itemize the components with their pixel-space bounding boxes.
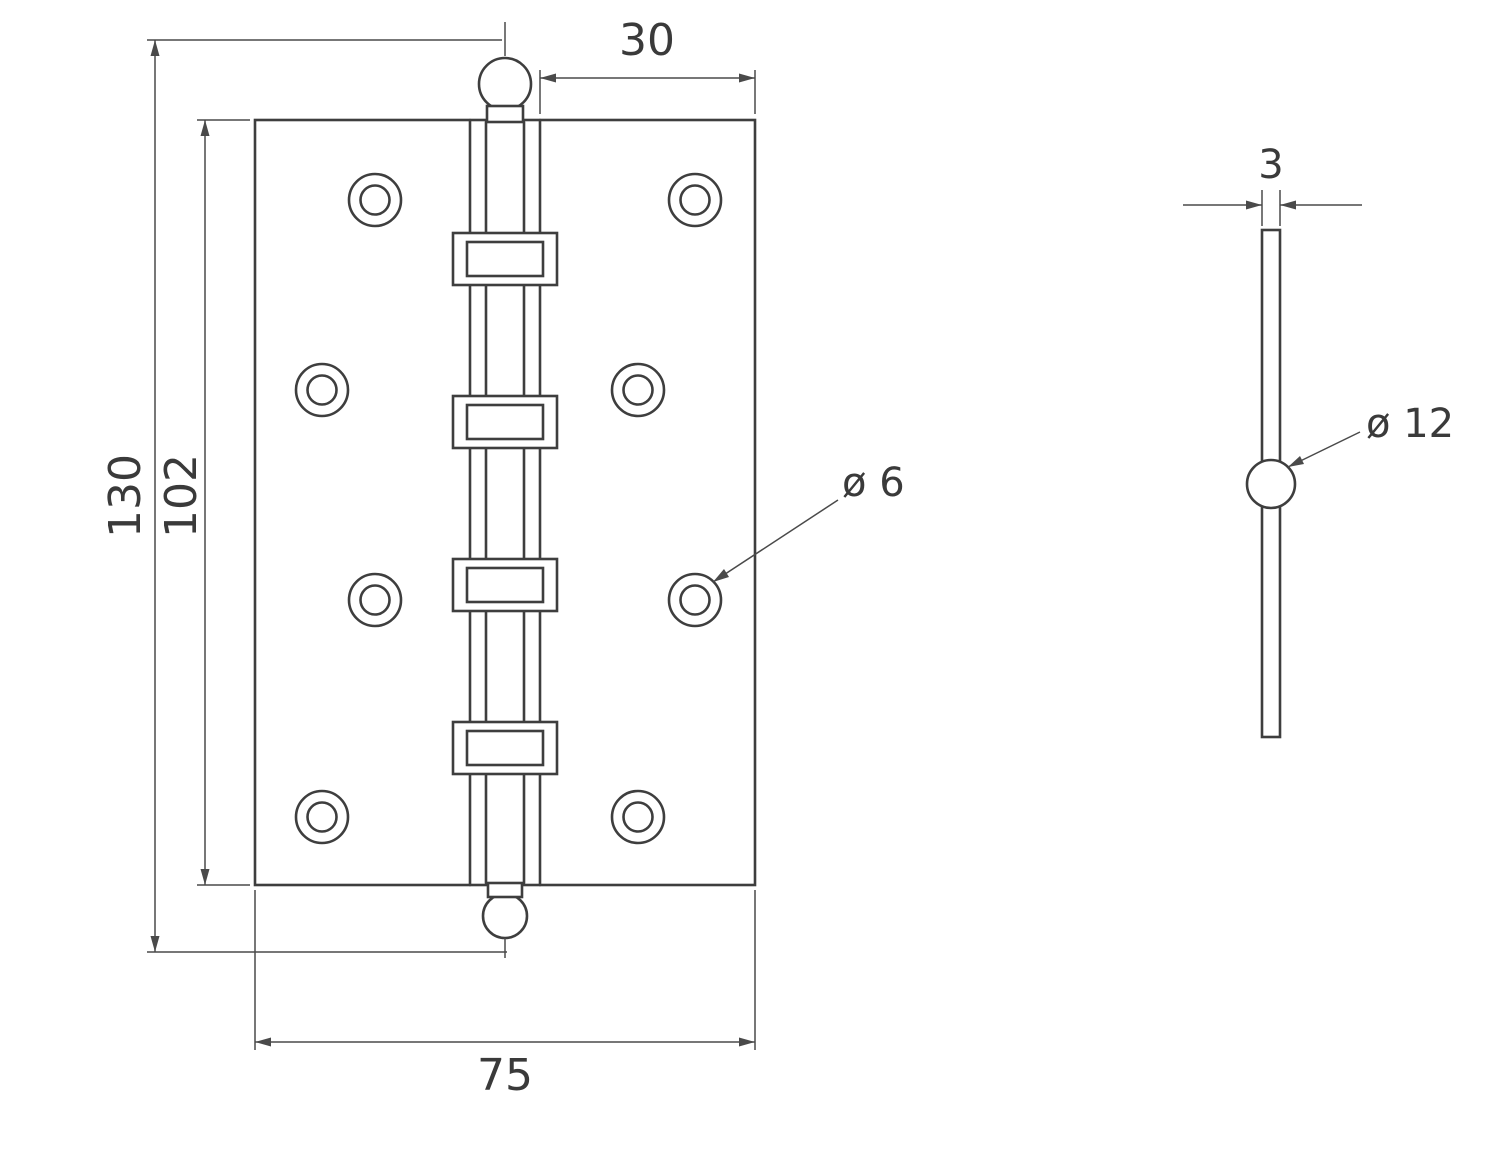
pin-finial-bottom bbox=[481, 892, 529, 940]
knuckle-washer-inner bbox=[465, 403, 545, 441]
leader-barrel-diameter: ø 12 bbox=[1287, 401, 1454, 468]
dim-label-thickness: 3 bbox=[1258, 142, 1283, 188]
front-view bbox=[253, 56, 757, 940]
screw-hole-bore bbox=[359, 584, 391, 616]
screw-hole-bore bbox=[359, 184, 391, 216]
pin-collar-bottom bbox=[486, 881, 524, 899]
pin-finial-top bbox=[477, 56, 533, 112]
dim-leaf-width: 30 bbox=[539, 15, 756, 114]
hinge-pin-lines bbox=[484, 120, 526, 885]
dim-label-leaf-height: 102 bbox=[156, 454, 207, 538]
dim-overall-height: 130 bbox=[100, 22, 507, 958]
pin-collar-top bbox=[485, 104, 525, 124]
dim-label-overall-width: 75 bbox=[477, 1050, 533, 1101]
knuckle-washer-inner bbox=[465, 566, 545, 604]
side-barrel-circle bbox=[1245, 458, 1297, 510]
arrowhead bbox=[1288, 456, 1304, 467]
screw-hole-bore bbox=[306, 801, 338, 833]
arrowhead bbox=[739, 1037, 755, 1047]
screw-hole bbox=[610, 789, 666, 845]
screw-hole bbox=[667, 572, 723, 628]
knuckle-washers bbox=[451, 231, 559, 776]
dim-label-hole-diameter: ø 6 bbox=[842, 460, 905, 506]
screw-hole-bore bbox=[622, 801, 654, 833]
dimensions: 130 102 30 75 bbox=[100, 15, 1454, 1101]
screw-hole bbox=[610, 362, 666, 418]
screw-hole bbox=[347, 172, 403, 228]
screw-hole bbox=[294, 789, 350, 845]
dim-label-barrel-diameter: ø 12 bbox=[1366, 401, 1454, 447]
dim-overall-width: 75 bbox=[254, 890, 756, 1101]
dim-leaf-height: 102 bbox=[156, 119, 250, 886]
arrowhead bbox=[739, 73, 755, 83]
knuckle-washer-inner bbox=[465, 240, 545, 278]
screw-hole-bore bbox=[679, 184, 711, 216]
screw-hole bbox=[347, 572, 403, 628]
arrowhead bbox=[1246, 200, 1262, 210]
arrowhead bbox=[255, 1037, 271, 1047]
dim-thickness: 3 bbox=[1183, 142, 1362, 226]
screw-hole bbox=[667, 172, 723, 228]
arrowhead bbox=[713, 569, 729, 582]
knuckle-washer-inner bbox=[465, 729, 545, 767]
screw-hole-bore bbox=[306, 374, 338, 406]
screw-hole-bore bbox=[679, 584, 711, 616]
dim-label-leaf-width: 30 bbox=[619, 15, 675, 66]
arrowhead bbox=[200, 120, 210, 136]
arrowhead bbox=[1280, 200, 1296, 210]
screw-holes bbox=[294, 172, 723, 845]
dim-label-overall-height: 130 bbox=[100, 454, 151, 538]
screw-hole-bore bbox=[622, 374, 654, 406]
screw-hole bbox=[294, 362, 350, 418]
arrowhead bbox=[540, 73, 556, 83]
leader-hole-diameter: ø 6 bbox=[712, 460, 905, 583]
arrowhead bbox=[150, 40, 160, 56]
arrowhead bbox=[200, 869, 210, 885]
arrowhead bbox=[150, 936, 160, 952]
side-view bbox=[1245, 228, 1297, 739]
